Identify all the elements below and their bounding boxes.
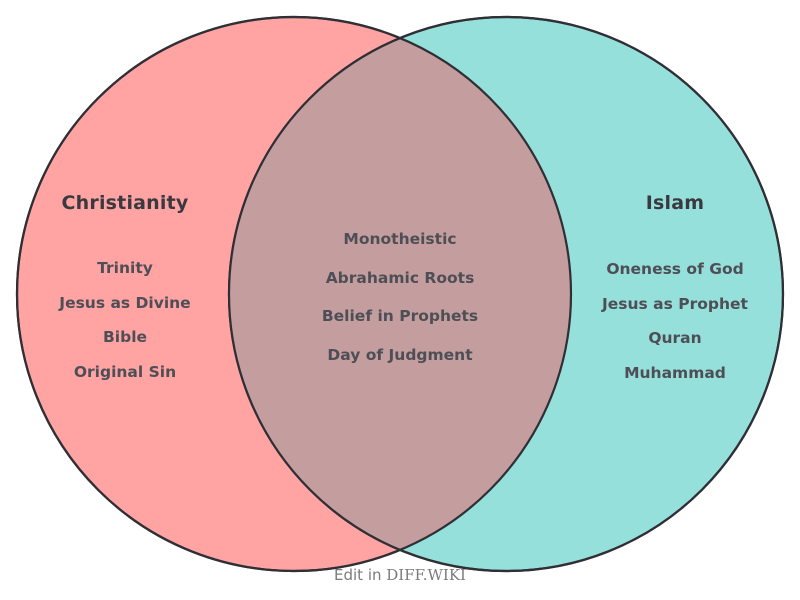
edit-attribution-prefix: Edit in (334, 566, 387, 584)
edit-attribution-brand: DIFF.WIKI (386, 566, 466, 584)
intersection-region[interactable] (229, 17, 783, 571)
edit-attribution-link[interactable]: Edit in DIFF.WIKI (0, 568, 800, 583)
right-set-circle-outline (227, 15, 785, 573)
left-set-circle-outline (15, 15, 573, 573)
